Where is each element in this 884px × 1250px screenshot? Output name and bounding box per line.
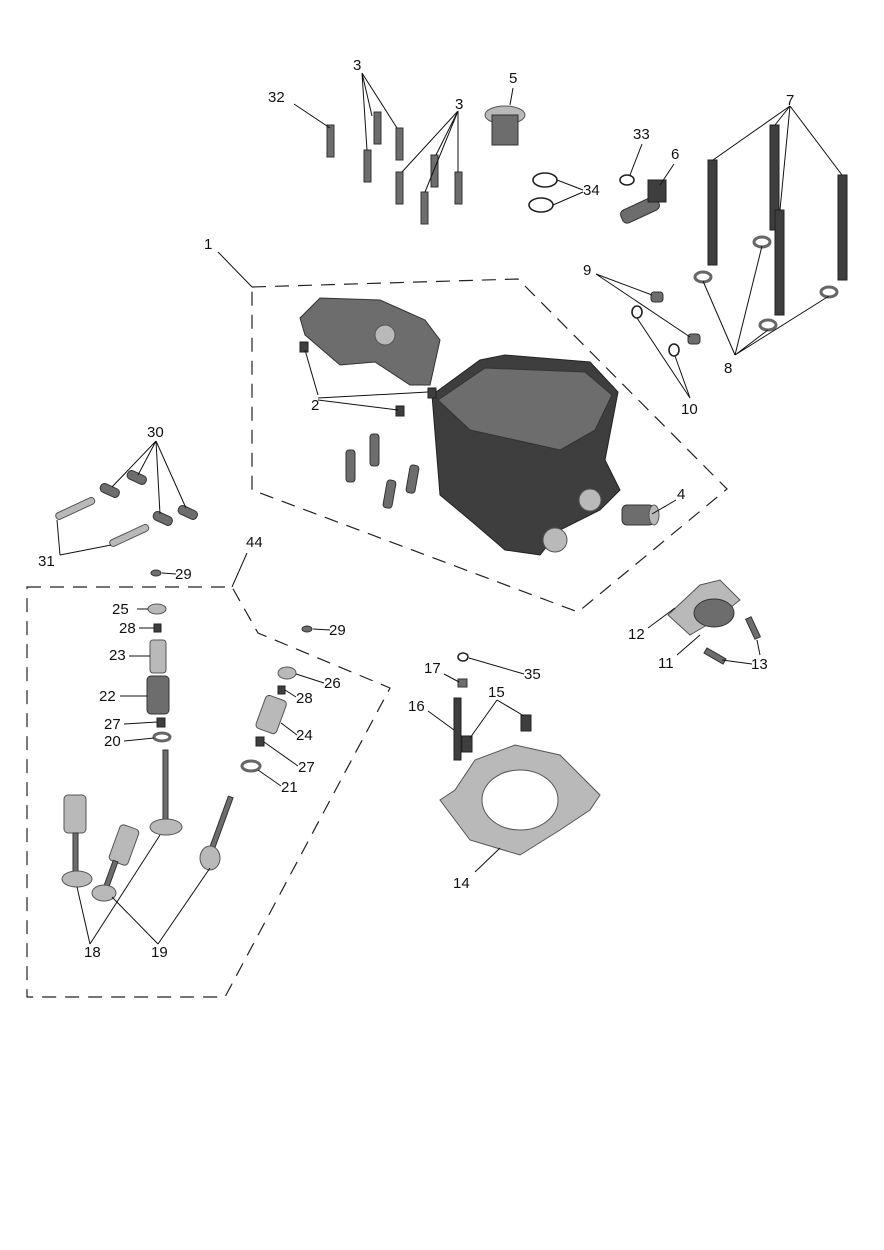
callout-label: 22 [99, 688, 116, 705]
callout-label: 29 [175, 566, 192, 583]
callout-label: 5 [509, 70, 517, 87]
head-gasket-14[interactable] [439, 744, 601, 856]
callout-label: 6 [671, 146, 679, 163]
group-44-outline [26, 586, 391, 998]
callout-label: 32 [268, 89, 285, 106]
callout-label: 34 [583, 182, 600, 199]
callout-label: 25 [112, 601, 129, 618]
callout-label: 14 [453, 875, 470, 892]
nut-17[interactable] [457, 678, 468, 688]
callout-label: 44 [246, 534, 263, 551]
o-ring-33[interactable] [619, 174, 635, 186]
callout-label: 7 [786, 92, 794, 109]
callout-label: 9 [583, 262, 591, 279]
callout-label: 13 [751, 656, 768, 673]
valve-train-right[interactable] [240, 666, 297, 773]
sensor-6-part[interactable] [619, 179, 667, 225]
camshaft-carrier-part[interactable] [299, 297, 441, 386]
callout-label: 16 [408, 698, 425, 715]
studs-7[interactable] [707, 124, 848, 316]
callout-label: 30 [147, 424, 164, 441]
callout-label: 26 [324, 675, 341, 692]
fitting-4-part[interactable] [621, 504, 660, 526]
callout-label: 17 [424, 660, 441, 677]
callout-label: 3 [455, 96, 463, 113]
cover-11[interactable] [667, 579, 741, 636]
o-ring-35[interactable] [457, 652, 469, 662]
stud-16[interactable] [453, 697, 462, 761]
callout-label: 27 [298, 759, 315, 776]
valve-train-left[interactable] [61, 603, 234, 902]
bolts-3[interactable] [326, 111, 463, 225]
callout-label: 28 [296, 690, 313, 707]
o-ring-10b[interactable] [668, 343, 680, 357]
callout-label: 18 [84, 944, 101, 961]
callout-label: 31 [38, 553, 55, 570]
bolts-13[interactable] [703, 616, 762, 665]
o-ring-10a[interactable] [631, 305, 643, 319]
valve-guides[interactable] [345, 433, 420, 509]
callout-label: 20 [104, 733, 121, 750]
o-ring-34b[interactable] [528, 197, 554, 213]
leader-lines [56, 72, 843, 945]
callout-label: 24 [296, 727, 313, 744]
callout-label: 3 [353, 57, 361, 74]
dowels-2[interactable] [299, 341, 437, 417]
callout-label: 35 [524, 666, 541, 683]
o-ring-34a[interactable] [532, 172, 558, 188]
callout-label: 1 [204, 236, 212, 253]
callout-label: 27 [104, 716, 121, 733]
rocker-arms-30[interactable] [99, 469, 199, 527]
callout-label: 2 [311, 397, 319, 414]
dowel-15b[interactable] [520, 714, 532, 732]
seal-5-part[interactable] [484, 105, 526, 146]
callout-label: 33 [633, 126, 650, 143]
callout-label: 12 [628, 626, 645, 643]
callout-label: 23 [109, 647, 126, 664]
cylinder-head-part[interactable] [431, 354, 621, 556]
callout-label: 19 [151, 944, 168, 961]
callout-label: 29 [329, 622, 346, 639]
callout-label: 21 [281, 779, 298, 796]
callout-label: 15 [488, 684, 505, 701]
plugs-9[interactable] [650, 291, 701, 345]
callout-label: 10 [681, 401, 698, 418]
callout-label: 28 [119, 620, 136, 637]
callout-label: 11 [658, 655, 674, 672]
dowel-15a[interactable] [461, 735, 473, 753]
shim-29b[interactable] [301, 625, 313, 633]
shim-29a[interactable] [150, 569, 162, 577]
callout-label: 4 [677, 486, 685, 503]
rocker-shafts-31[interactable] [55, 496, 150, 548]
callout-label: 8 [724, 360, 732, 377]
group-1-outline [251, 278, 728, 613]
